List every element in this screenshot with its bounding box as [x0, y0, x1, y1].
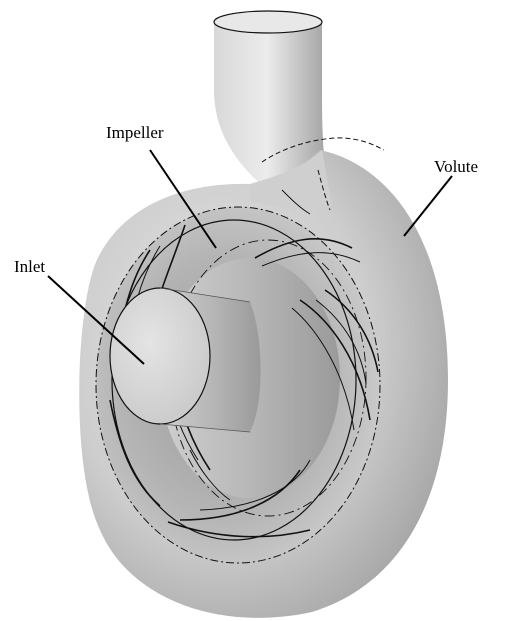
inlet-opening: [110, 288, 210, 424]
inlet-cylinder: [110, 288, 261, 432]
volute-leader-line: [404, 176, 452, 236]
impeller-label: Impeller: [106, 124, 164, 141]
inlet-label: Inlet: [14, 258, 45, 275]
pipe-outlet-opening: [214, 11, 322, 33]
volute-label: Volute: [434, 158, 478, 175]
